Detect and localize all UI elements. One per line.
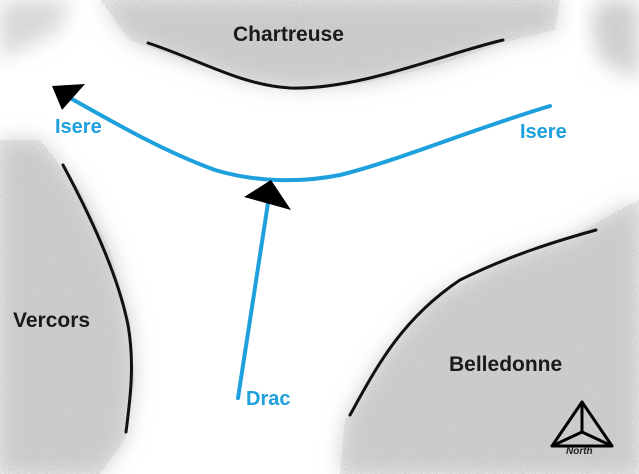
- river-isere: [68, 96, 552, 183]
- river-drac: [236, 188, 272, 400]
- label-isere-west: Isere: [55, 116, 102, 138]
- label-drac: Drac: [246, 388, 291, 410]
- drac-arrowhead-icon: [244, 180, 291, 210]
- terrain-vercors: [0, 140, 135, 474]
- label-chartreuse: Chartreuse: [233, 23, 344, 46]
- ridge-vercors: [61, 163, 134, 434]
- terrain-belledonne: [340, 200, 639, 474]
- compass-label: North: [566, 446, 593, 457]
- label-vercors: Vercors: [13, 309, 91, 332]
- ridge-belledonne: [348, 228, 598, 417]
- label-belledonne: Belledonne: [449, 353, 563, 376]
- terrain-chartreuse: [100, 0, 560, 88]
- label-isere-east: Isere: [520, 121, 567, 143]
- isere-arrowhead-icon: [52, 84, 85, 110]
- north-arrow-icon: [550, 400, 614, 448]
- ridge-chartreuse: [146, 38, 505, 90]
- terrain-corner: [0, 0, 639, 80]
